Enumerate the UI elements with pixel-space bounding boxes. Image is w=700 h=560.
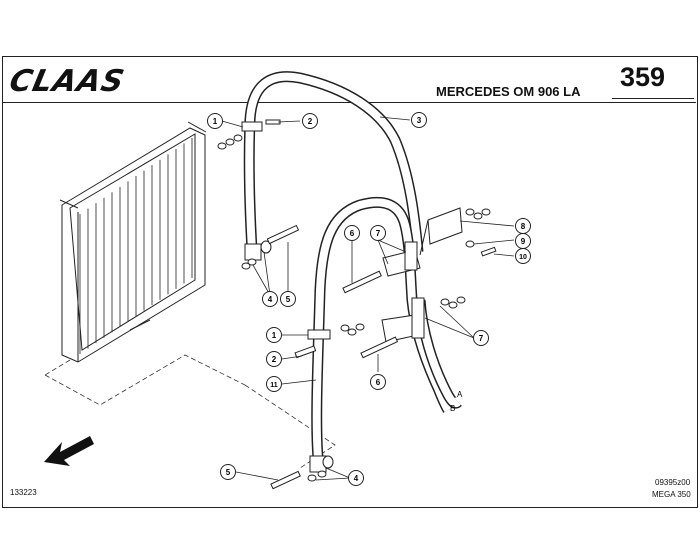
outer-frame <box>2 56 698 508</box>
callout-circle <box>207 113 223 129</box>
callout-number: 1 <box>213 117 218 126</box>
title-divider <box>2 102 696 103</box>
callout-circle <box>370 374 386 390</box>
callout-circle <box>280 291 296 307</box>
callout-number: 7 <box>479 334 484 343</box>
page-number-underline <box>612 98 694 99</box>
callout-circle <box>262 291 278 307</box>
drawing-code-right: 09395z00 <box>655 478 691 487</box>
callout-number: 7 <box>376 229 381 238</box>
callout-circle <box>411 112 427 128</box>
washers <box>217 134 491 482</box>
callout-circle <box>266 327 282 343</box>
callout-number: 2 <box>272 355 277 364</box>
callout-number: 8 <box>521 222 526 231</box>
callout-number: 4 <box>268 295 273 304</box>
callout-circle <box>266 351 282 367</box>
reference-lines <box>44 354 336 469</box>
callout-circle <box>348 470 364 486</box>
callout-circle <box>515 248 531 264</box>
hose-end-label-b: B <box>450 404 455 413</box>
bolts <box>265 119 497 490</box>
callout-circle <box>344 225 360 241</box>
callout-circle <box>370 225 386 241</box>
hose-end-label-a: A <box>457 390 463 399</box>
drawing-code-left: 133223 <box>10 488 37 497</box>
callout-circle <box>473 330 489 346</box>
page-number: 359 <box>620 62 666 92</box>
callout-number: 3 <box>417 116 422 125</box>
model-label: MEGA 350 <box>652 490 691 499</box>
direction-arrow-icon <box>44 436 94 466</box>
callout-number: 10 <box>519 254 527 261</box>
callout-circle <box>266 376 282 392</box>
callout-group: 1 2 3 4 5 6 7 8 9 10 1 2 7 6 11 5 4 <box>207 112 531 486</box>
callout-number: 5 <box>286 295 291 304</box>
hose-3 <box>243 71 424 253</box>
hose-3-lower <box>414 299 462 409</box>
leader-lines <box>221 116 515 481</box>
callout-circle <box>220 464 236 480</box>
callout-number: 11 <box>270 382 278 389</box>
callout-number: 2 <box>308 117 313 126</box>
callout-number: 6 <box>376 378 381 387</box>
radiator <box>59 121 207 363</box>
callout-number: 6 <box>350 229 355 238</box>
callout-number: 4 <box>354 474 359 483</box>
engine-title: MERCEDES OM 906 LA <box>436 84 581 99</box>
hose-11 <box>311 196 453 459</box>
callout-circle <box>302 113 318 129</box>
callout-number: 9 <box>521 237 526 246</box>
callout-number: 5 <box>226 468 231 477</box>
callout-number: 1 <box>272 331 277 340</box>
